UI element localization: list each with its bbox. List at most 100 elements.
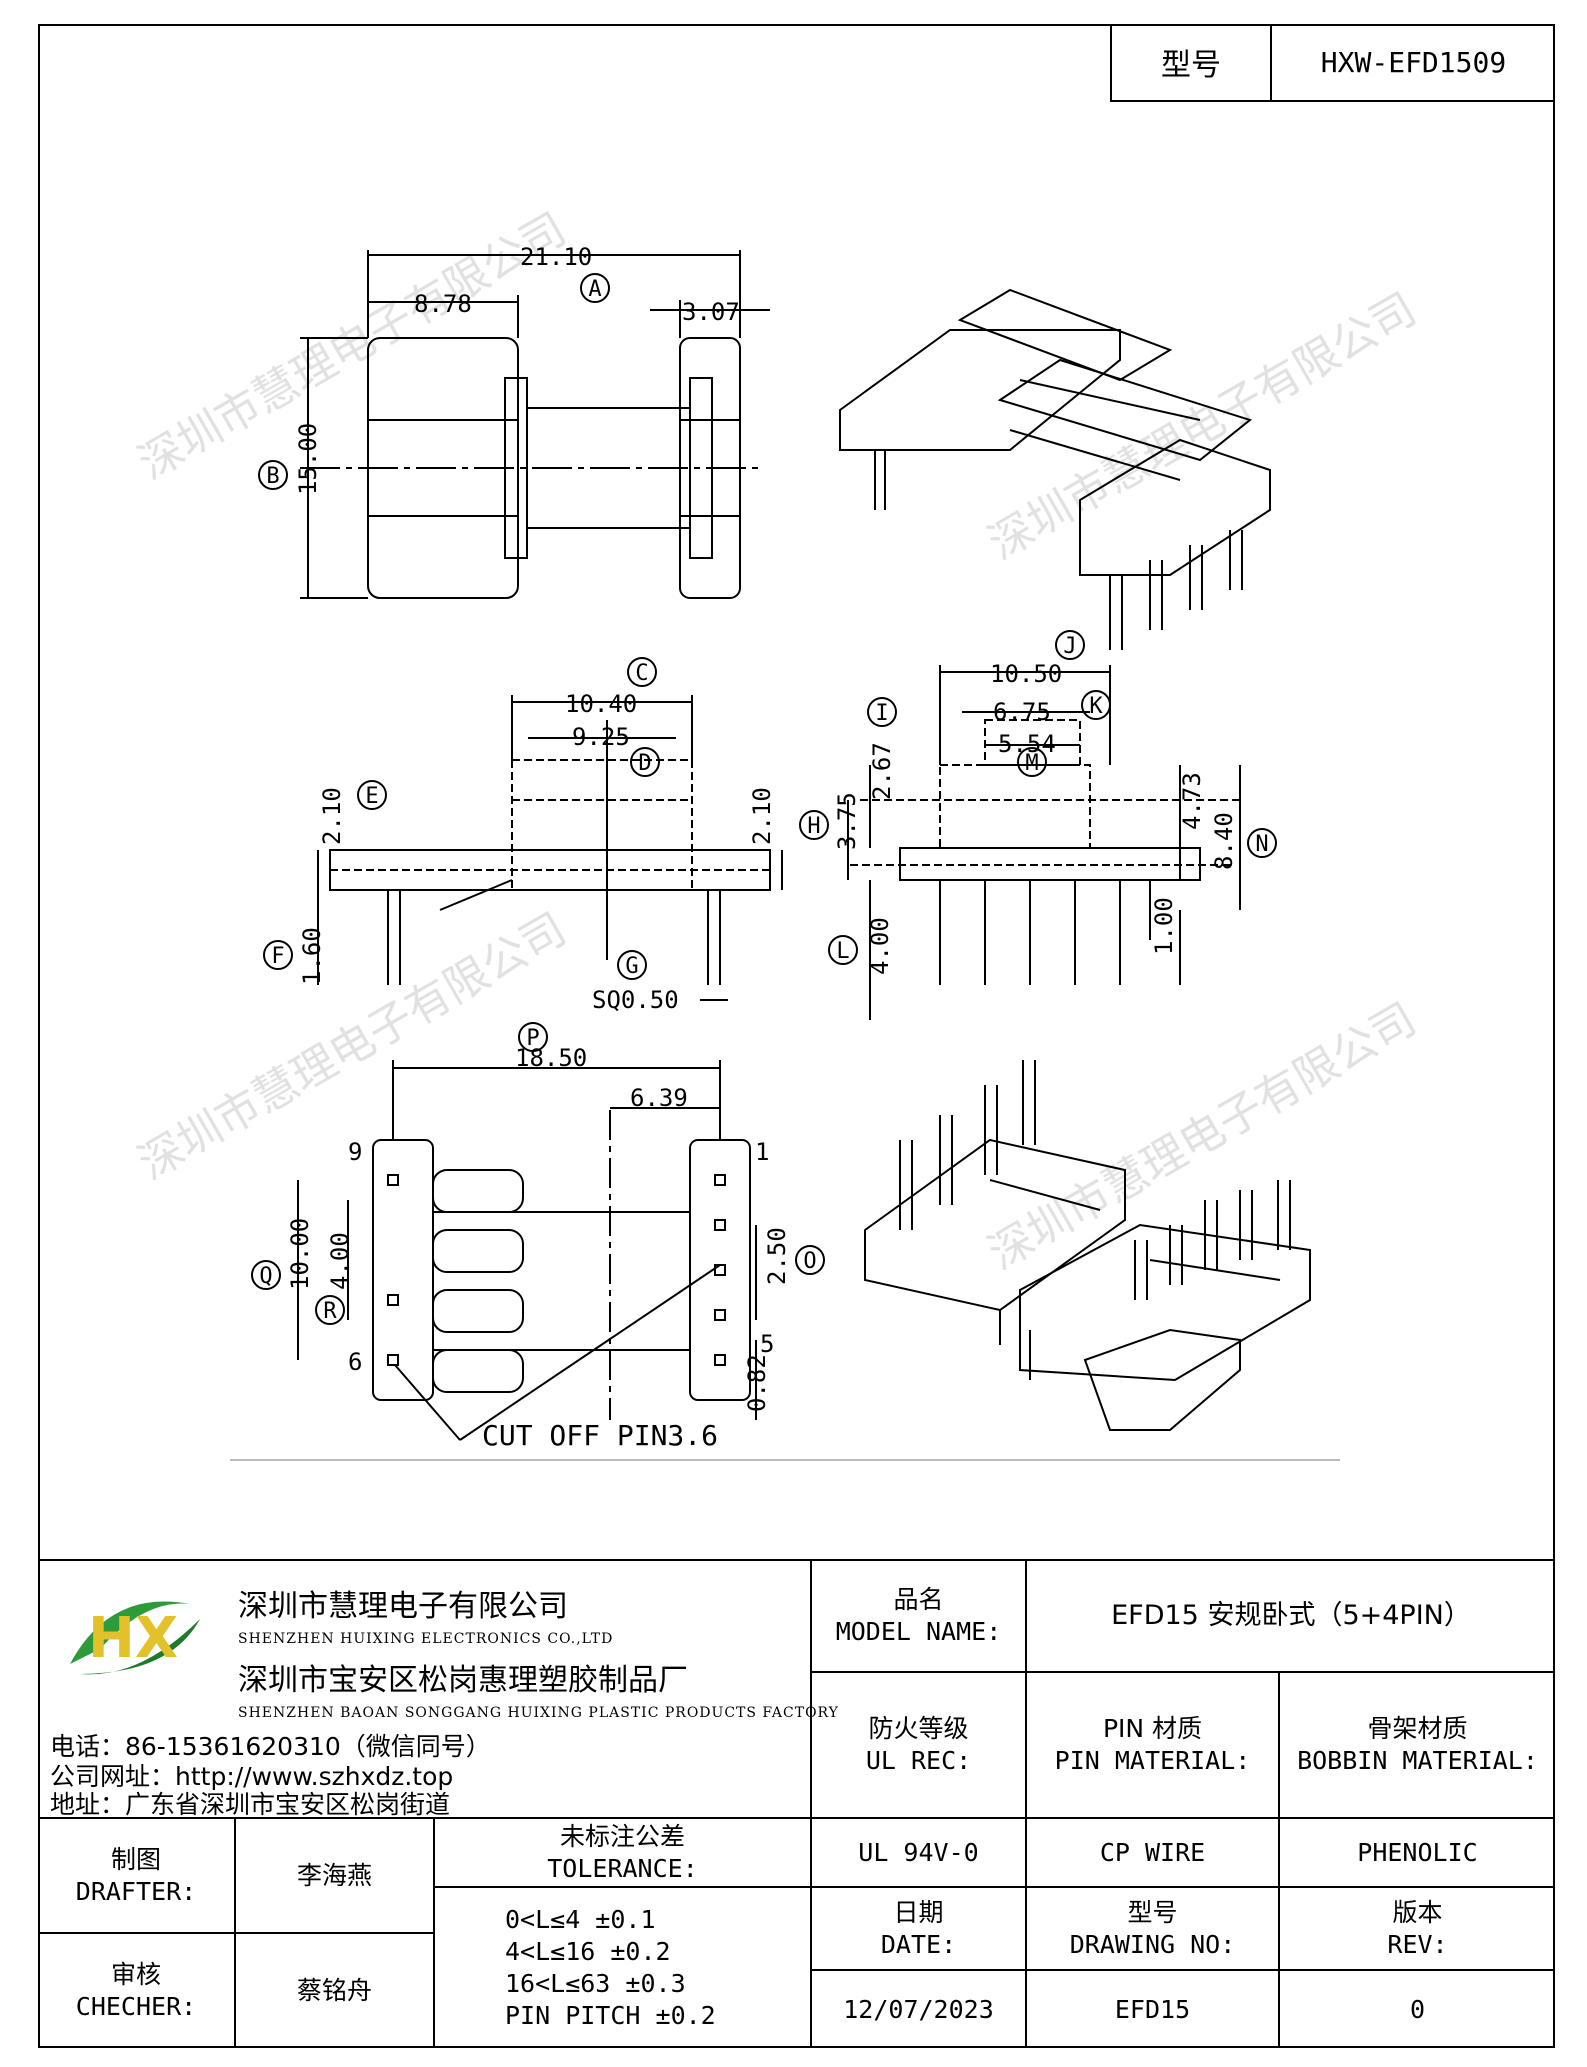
model-name-value: EFD15 安规卧式（5+4PIN） [1111, 1600, 1471, 1631]
pin-number-1: 1 [755, 1138, 769, 1166]
label-i: I [875, 701, 888, 726]
label-b: B [266, 464, 279, 489]
pin-material-label: PIN 材质 PIN MATERIAL: [1027, 1673, 1278, 1817]
dim-bot-pitch: 6.39 [630, 1084, 688, 1112]
ul-label-cn: 防火等级 [868, 1714, 969, 1743]
circle-markers [251, 273, 1277, 1325]
bobbin-material-value: PHENOLIC [1357, 1837, 1478, 1867]
dim-bot-inner: 4.00 [326, 1232, 354, 1290]
factory-name-en: SHENZHEN BAOAN SONGGANG HUIXING PLASTIC … [238, 1705, 839, 1721]
model-name-label: 品名 MODEL NAME: [812, 1561, 1025, 1671]
drawing-frame [38, 24, 1555, 2048]
side-view [317, 695, 783, 1001]
pin-material-value: CP WIRE [1099, 1837, 1206, 1867]
date-value: 12/07/2023 [843, 1994, 994, 2024]
company-name-en: SHENZHEN HUIXING ELECTRONICS CO.,LTD [238, 1631, 614, 1647]
rev-value: 0 [1409, 1994, 1426, 2024]
iso-view-top [839, 288, 1271, 650]
watermark-4: 深圳市慧理电子有限公司 [980, 993, 1425, 1279]
ul-value: UL 94V-0 [858, 1837, 979, 1867]
iso-view-bottom [864, 1060, 1311, 1431]
label-m: M [1025, 751, 1038, 776]
tolerance-label-cn: 未标注公差 [559, 1821, 685, 1851]
dim-end-body: 3.75 [833, 792, 861, 850]
dim-top-right: 3.07 [682, 298, 740, 326]
model-header-label: 型号 [1112, 24, 1272, 100]
checker-label-en: CHECHER: [75, 1992, 197, 2021]
label-e: E [365, 784, 378, 809]
dim-end-pin: 4.00 [866, 917, 894, 975]
label-h: H [807, 814, 820, 839]
dim-side-inner: 9.25 [572, 723, 630, 751]
company-name-cn: 深圳市慧理电子有限公司 [238, 1589, 568, 1624]
label-j: J [1063, 634, 1076, 659]
dim-top-overall: 21.10 [520, 243, 592, 271]
label-a: A [588, 277, 601, 302]
drafter-label: 制图 DRAFTER: [38, 1819, 234, 1932]
ul-label: 防火等级 UL REC: [812, 1673, 1025, 1817]
pin-number-9: 9 [348, 1138, 362, 1166]
company-website[interactable]: 公司网址：http://www.szhxdz.top [50, 1762, 454, 1791]
cut-off-note: CUT OFF PIN3.6 [482, 1419, 718, 1452]
dim-top-height: 15.00 [294, 423, 322, 495]
factory-name-cn: 深圳市宝安区松岗惠理塑胶制品厂 [238, 1663, 688, 1698]
logo-text: HX [88, 1606, 178, 1671]
drafter-label-en: DRAFTER: [75, 1876, 197, 1906]
technical-drawing: 深圳市慧理电子有限公司 深圳市慧理电子有限公司 深圳市慧理电子有限公司 深圳市慧… [130, 203, 1425, 1461]
dim-bot-pin-pitch: 2.50 [763, 1227, 791, 1285]
label-o: O [803, 1249, 816, 1274]
drawing-no-label-cn: 型号 [1127, 1897, 1178, 1927]
dim-side-width: 10.40 [565, 690, 637, 718]
company-address: 地址：广东省深圳市宝安区松岗街道 [50, 1790, 451, 1819]
top-view [300, 250, 770, 599]
label-c: C [635, 661, 648, 686]
dim-end-right2: 8.40 [1210, 812, 1238, 870]
tolerance-row: 16<L≤63 ±0.3 [505, 1969, 686, 1998]
tolerance-list: 0<L≤4 ±0.1 4<L≤16 ±0.2 16<L≤63 ±0.3 PIN … [435, 1888, 810, 2048]
date-label-en: DATE: [880, 1929, 957, 1959]
dim-end-inner: 5.54 [998, 730, 1056, 758]
label-r: R [323, 1299, 337, 1324]
checker-label: 审核 CHECHER: [38, 1934, 234, 2048]
label-f: F [271, 944, 284, 969]
dim-end-top: 2.67 [868, 742, 896, 800]
label-d: D [638, 751, 651, 776]
model-header-value: HXW-EFD1509 [1320, 45, 1507, 79]
checker-value: 蔡铭舟 [296, 1976, 372, 2005]
dim-end-mid: 6.75 [993, 698, 1051, 726]
bobbin-material-label-cn: 骨架材质 [1367, 1714, 1468, 1743]
tolerance-row: 4<L≤16 ±0.2 [505, 1937, 671, 1966]
model-header: 型号 HXW-EFD1509 [1110, 24, 1555, 102]
pin-material-label-cn: PIN 材质 [1102, 1714, 1203, 1743]
dim-bot-pin-dim: 0.82 [743, 1354, 771, 1412]
tolerance-row: PIN PITCH ±0.2 [505, 2001, 716, 2030]
checker-label-cn: 审核 [110, 1960, 161, 1989]
drafter-label-cn: 制图 [110, 1844, 161, 1874]
label-q: Q [259, 1264, 272, 1289]
label-g: G [625, 954, 638, 979]
date-label-cn: 日期 [893, 1897, 944, 1927]
ul-label-en: UL REC: [865, 1746, 972, 1775]
label-k: K [1089, 694, 1103, 719]
bottom-view [230, 1060, 1340, 1461]
pin-material-label-en: PIN MATERIAL: [1054, 1746, 1251, 1775]
drawing-no-value: EFD15 [1114, 1994, 1191, 2024]
pin-number-6: 6 [348, 1348, 362, 1376]
label-p: P [526, 1026, 539, 1051]
company-logo: HX [70, 1601, 200, 1675]
dim-end-right3: 1.00 [1150, 897, 1178, 955]
dim-side-h-right: 2.10 [748, 787, 776, 845]
tolerance-row: 0<L≤4 ±0.1 [505, 1905, 656, 1934]
drawing-no-label: 型号 DRAWING NO: [1027, 1888, 1278, 1969]
dim-side-h-left: 2.10 [318, 787, 346, 845]
tolerance-label: 未标注公差 TOLERANCE: [435, 1819, 810, 1886]
rev-label-cn: 版本 [1392, 1897, 1443, 1927]
dim-end-width: 10.50 [990, 660, 1062, 688]
tolerance-label-en: TOLERANCE: [547, 1853, 698, 1883]
model-name-label-en: MODEL NAME: [835, 1617, 1002, 1646]
company-block: HX 深圳市慧理电子有限公司 SHENZHEN HUIXING ELECTRON… [38, 1559, 838, 1819]
company-phone: 电话：86-15361620310（微信同号） [50, 1732, 491, 1761]
label-n: N [1255, 832, 1268, 857]
watermark-1: 深圳市慧理电子有限公司 [130, 203, 575, 489]
label-l: L [836, 939, 849, 964]
